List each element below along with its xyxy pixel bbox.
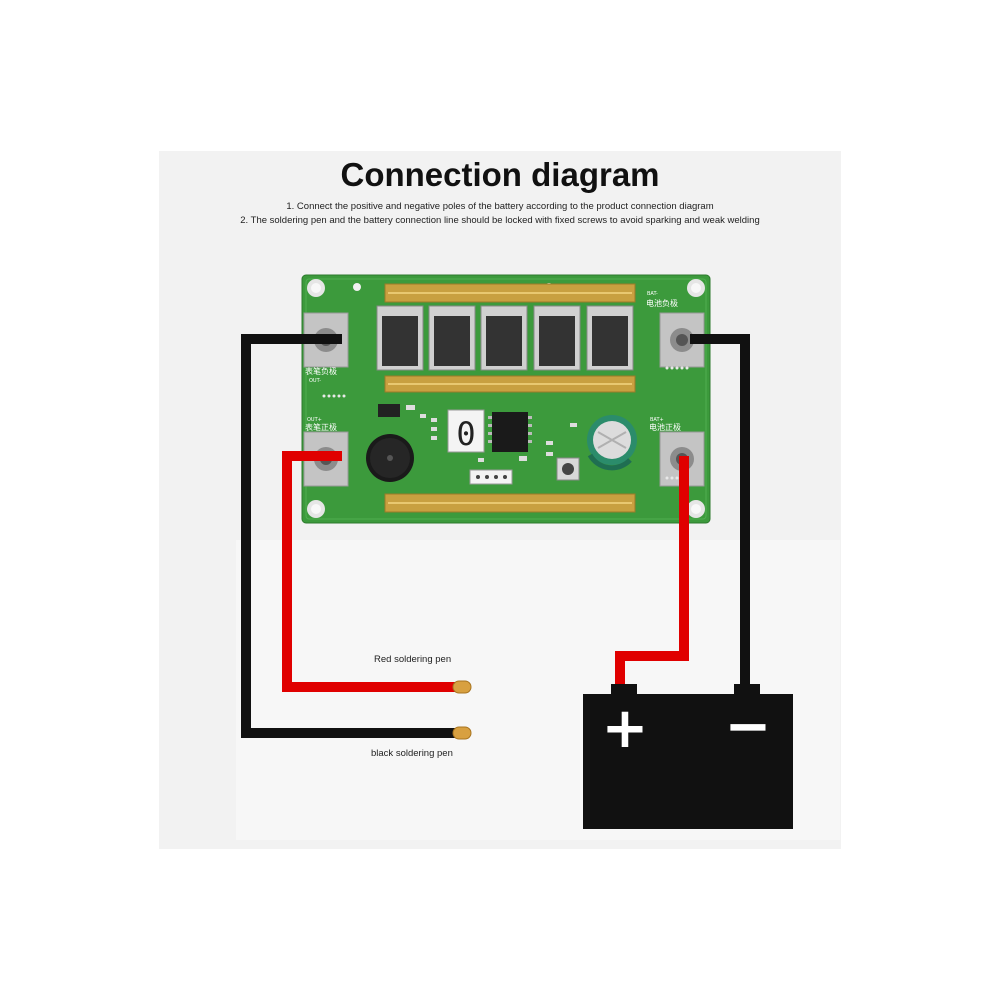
buzzer	[366, 434, 414, 482]
battery-positive-symbol: +	[602, 696, 649, 761]
battery: + −	[583, 684, 793, 829]
bat-negative-code: BAT-	[647, 291, 658, 297]
diode	[378, 404, 400, 417]
ic-chip	[488, 412, 532, 452]
instruction-1: 1. Connect the positive and negative pol…	[286, 201, 714, 212]
mounting-hole-top-right	[687, 279, 705, 297]
bat-positive-label: 电池正极	[649, 422, 681, 432]
mosfet-4	[533, 305, 581, 371]
display-digit: 0	[456, 415, 475, 453]
mosfet-5	[586, 305, 634, 371]
red-pen-tip	[452, 680, 472, 694]
black-pen-tip	[452, 726, 472, 740]
electrolytic-capacitor	[587, 415, 637, 471]
red-pen-wire	[282, 451, 455, 692]
page-title: Connection diagram	[340, 156, 660, 193]
black-pen-label: black soldering pen	[371, 748, 453, 759]
battery-positive-wire	[615, 456, 689, 690]
seven-segment-display: 0	[447, 409, 485, 453]
mounting-hole-top-left	[307, 279, 325, 297]
black-pen-wire	[241, 334, 455, 738]
out-positive-label: 表笔正极	[305, 422, 337, 432]
out-positive-code: OUT+	[307, 417, 322, 423]
out-negative-label: 表笔负极	[305, 366, 337, 376]
pcb-board: OUT- 表笔负极 OUT+ 表笔正极 BAT- 电池负极 BAT+ 电池正极 …	[301, 274, 711, 524]
push-button	[556, 457, 580, 481]
battery-negative-wire	[690, 334, 750, 690]
battery-negative-symbol: −	[725, 694, 772, 759]
out-negative-code: OUT-	[309, 378, 321, 384]
mosfet-1	[376, 305, 424, 371]
pin-header	[469, 469, 513, 485]
bat-positive-code: BAT+	[650, 417, 664, 423]
mounting-hole-bottom-right	[687, 500, 705, 518]
resistor	[406, 405, 415, 410]
instruction-2: 2. The soldering pen and the battery con…	[240, 215, 760, 226]
red-pen-label: Red soldering pen	[374, 654, 452, 665]
mosfet-2	[428, 305, 476, 371]
bat-negative-label: 电池负极	[646, 298, 678, 308]
mounting-hole-bottom-left	[307, 500, 325, 518]
mosfet-3	[480, 305, 528, 371]
